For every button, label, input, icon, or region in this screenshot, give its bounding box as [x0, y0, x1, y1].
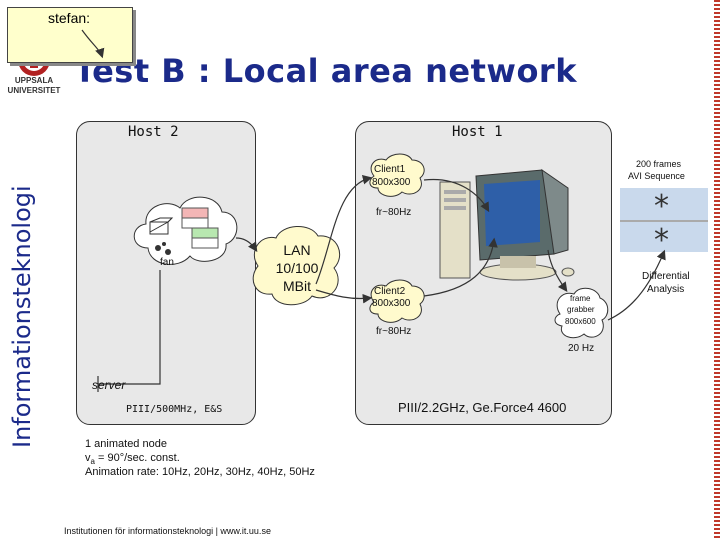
host2-spec: PIII/500MHz, E&S	[126, 404, 223, 415]
cloud-icon	[133, 196, 238, 265]
computer-icon	[439, 168, 575, 281]
server-label: server	[92, 378, 126, 392]
grabber-cloud	[554, 287, 609, 339]
host2-label: Host 2	[128, 124, 179, 140]
lan-line2: 10/100	[275, 260, 319, 276]
notes-line3: Animation rate: 10Hz, 20Hz, 30Hz, 40Hz, …	[85, 466, 315, 478]
frames-line2: AVI Sequence	[628, 171, 685, 181]
notes-line2: va = 90°/sec. const.	[85, 452, 180, 466]
svg-text:*: *	[654, 223, 669, 258]
lan-line1: LAN	[283, 242, 311, 258]
grabber-line1: frame	[570, 294, 591, 303]
client1-line2: 800x300	[372, 177, 411, 188]
notes-line2-sub: a	[90, 457, 95, 467]
rate-bottom: fr~80Hz	[376, 326, 412, 337]
analysis-line1: Differential	[642, 271, 690, 282]
fan-node-icon	[155, 245, 161, 251]
rate-top: fr~80Hz	[376, 207, 412, 218]
footer-text: Institutionen för informationsteknologi …	[64, 526, 271, 536]
rate-20hz: 20 Hz	[568, 343, 595, 354]
svg-text:*: *	[654, 189, 669, 224]
logo-line2: UNIVERSITET	[7, 86, 61, 95]
client2-line1: Client2	[374, 286, 406, 297]
grabber-line2: grabber	[567, 305, 595, 314]
right-border-decoration	[714, 0, 720, 540]
grabber-line3: 800x600	[565, 317, 596, 326]
slide-title: Test B : Local area network	[74, 52, 577, 90]
client1-line1: Client1	[374, 164, 406, 175]
sticky-note[interactable]: stefan:	[7, 7, 133, 63]
host1-label: Host 1	[452, 124, 503, 140]
client2-cloud	[369, 279, 425, 323]
notes-line1: 1 animated node	[85, 438, 167, 450]
frames-panel: * *	[620, 188, 708, 258]
frames-line1: 200 frames	[636, 159, 682, 169]
lan-line3: MBit	[283, 278, 311, 294]
fan-label: fan	[160, 257, 174, 268]
host1-spec: PIII/2.2GHz, Ge.Force4 4600	[398, 400, 567, 415]
host2-box	[76, 121, 256, 425]
note-label: stefan:	[48, 10, 91, 26]
lan-cloud-shape	[252, 226, 340, 306]
screen-icon-2	[191, 227, 219, 249]
logo-line1: UPPSALA	[14, 76, 54, 85]
analysis-line2: Analysis	[647, 284, 685, 295]
notes-line2-rest: = 90°/sec. const.	[94, 452, 180, 464]
client1-cloud	[369, 153, 425, 197]
notes-line2-prefix: v	[85, 452, 91, 464]
client2-line2: 800x300	[372, 298, 411, 309]
